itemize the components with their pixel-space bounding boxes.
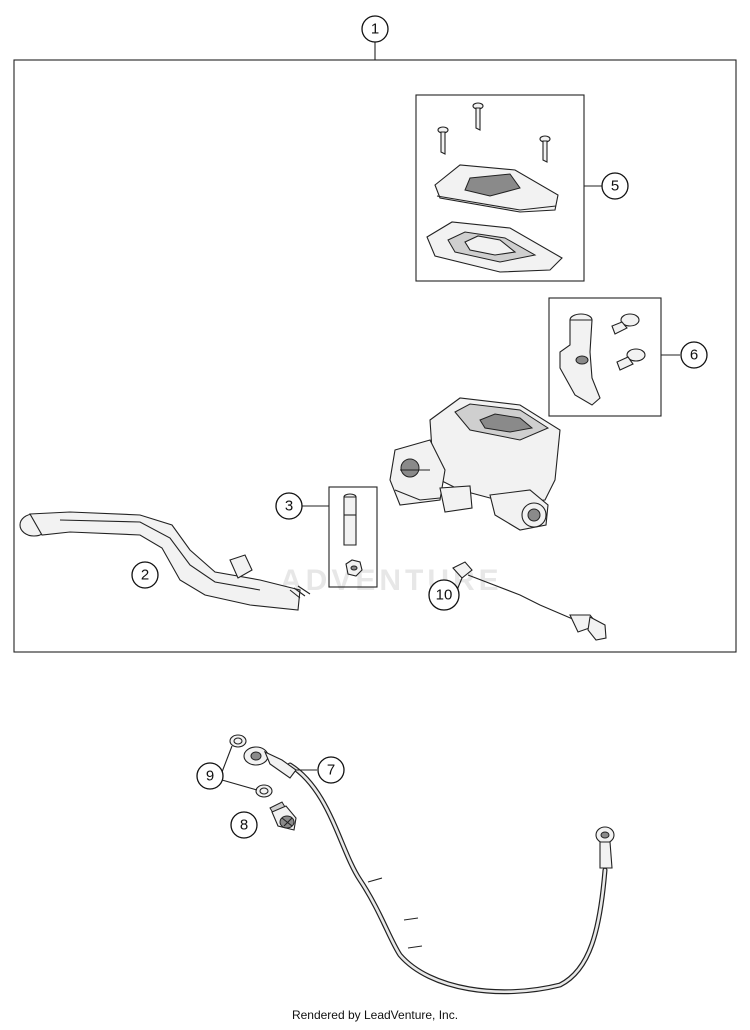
- svg-text:1: 1: [371, 21, 379, 38]
- washer-lower: [255, 784, 273, 798]
- pivot-nut: [345, 559, 363, 577]
- master-cylinder-body: [389, 397, 561, 531]
- callout-7: 7: [317, 756, 345, 784]
- part-5-box: [415, 94, 585, 282]
- svg-text:7: 7: [327, 762, 335, 779]
- svg-text:5: 5: [611, 178, 619, 195]
- svg-text:3: 3: [285, 498, 293, 515]
- reservoir-gasket: [426, 221, 563, 273]
- callout-8: 8: [230, 811, 258, 839]
- svg-text:2: 2: [141, 567, 149, 584]
- cover-screw-3: [539, 135, 551, 163]
- cover-screw-1: [472, 102, 484, 131]
- callout-10: 10: [428, 579, 460, 611]
- callout-9-leader-1: [221, 745, 233, 773]
- clutch-hose: [243, 746, 615, 995]
- callout-2: 2: [131, 561, 159, 589]
- svg-text:8: 8: [240, 817, 248, 834]
- callout-9: 9: [196, 762, 224, 790]
- cover-screw-2: [437, 126, 449, 155]
- callout-1: 1: [361, 15, 389, 43]
- part-3-box: [328, 486, 378, 588]
- svg-text:10: 10: [436, 587, 453, 604]
- clamp: [559, 313, 601, 406]
- svg-text:6: 6: [690, 347, 698, 364]
- banjo-bolt: [269, 801, 297, 831]
- svg-text:9: 9: [206, 768, 214, 785]
- washer-upper: [229, 734, 247, 748]
- reservoir-cover: [434, 164, 559, 213]
- callout-5: 5: [601, 172, 629, 200]
- callout-9-leader-2: [221, 779, 258, 791]
- callout-6: 6: [680, 341, 708, 369]
- part-6-box: [548, 297, 662, 417]
- pivot-pin: [343, 493, 357, 546]
- clutch-lever: [19, 511, 311, 611]
- footer-credit: Rendered by LeadVenture, Inc.: [291, 1008, 459, 1022]
- clamp-bolt-1: [611, 313, 640, 335]
- clutch-switch: [452, 561, 607, 641]
- clamp-bolt-2: [616, 348, 646, 371]
- callout-3: 3: [275, 492, 303, 520]
